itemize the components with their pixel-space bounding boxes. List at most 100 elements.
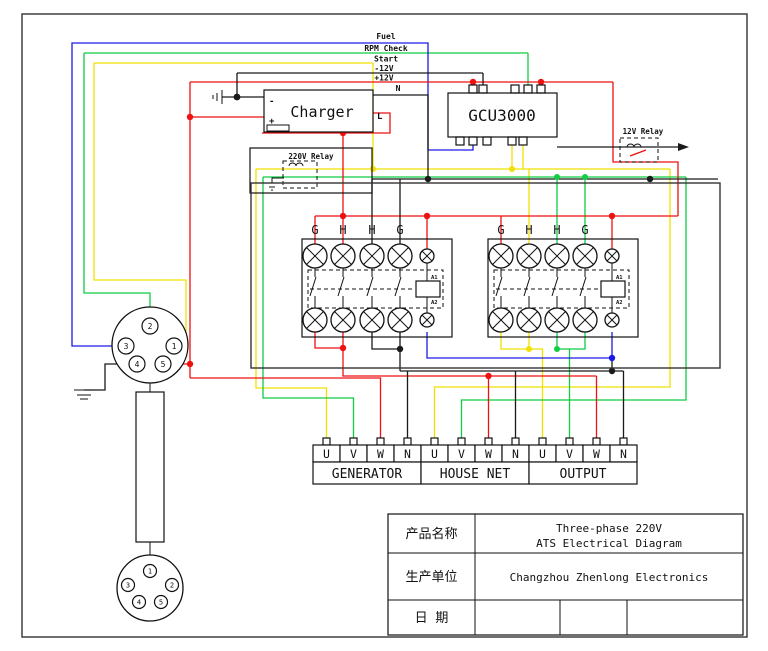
green-wires [83, 52, 687, 438]
product-name-line2: ATS Electrical Diagram [536, 537, 682, 550]
contactor-switches [495, 268, 587, 308]
phase-label: G [311, 223, 318, 237]
neg12v-label: -12V [374, 64, 393, 73]
terminal-label: V [458, 447, 465, 461]
gcu-label: GCU3000 [468, 106, 535, 125]
terminal-cells: U V W N U V W N U V W N [312, 444, 638, 463]
group-label-output: OUTPUT [560, 467, 607, 482]
terminal-label: W [377, 447, 384, 461]
relay-220v-ground-icon [266, 177, 284, 191]
pin-number: 3 [124, 342, 129, 351]
relay-220v-box [249, 147, 373, 194]
generator-plug-top: 2 3 1 4 5 [111, 306, 189, 384]
pin-number: 4 [135, 360, 140, 369]
phase-label: G [497, 223, 504, 237]
terminal-label: N [620, 447, 627, 461]
gcu-bottom-pins [455, 136, 528, 146]
pin-number: 4 [137, 599, 141, 607]
contactor-terminals-bottom [488, 307, 620, 333]
pin-number: 2 [170, 582, 174, 590]
relay-220v-label: 220V Relay [288, 152, 334, 161]
pin-number: 1 [148, 568, 152, 576]
top-signal-labels: Fuel RPM Check Start -12V +12V N L [364, 32, 408, 122]
coil-a2-label: A2 [431, 300, 438, 306]
terminal-label: U [431, 447, 438, 461]
title-block-border [387, 513, 744, 636]
line-label: L [377, 112, 383, 122]
contactor-switch-box [493, 269, 630, 309]
contactor-body [301, 238, 453, 338]
charger-unit: Charger - + [212, 89, 374, 133]
contactor-terminals-bottom [302, 307, 435, 333]
coil-a2-label: A2 [616, 300, 623, 306]
pos12v-label: +12V [374, 74, 393, 83]
relay-12v-coil-icon [626, 143, 642, 148]
title-block: 产品名称 Three-phase 220V ATS Electrical Dia… [387, 513, 744, 636]
terminal-label: W [593, 447, 600, 461]
group-label-house-net: HOUSE NET [440, 467, 511, 482]
cable-body [135, 391, 165, 543]
contactor-enclosure-box [250, 182, 721, 369]
rpm-check-label: RPM Check [364, 44, 408, 53]
terminal-label: V [566, 447, 573, 461]
pin-number: 3 [126, 582, 130, 590]
terminal-screws [322, 437, 628, 446]
gcu-box [447, 92, 558, 138]
contactor-switches [309, 268, 402, 308]
junction-dots [186, 78, 654, 380]
manufacturer-value: Changzhou Zhenlong Electronics [510, 571, 709, 584]
charger-label: Charger [290, 103, 353, 121]
product-name-label: 产品名称 [405, 526, 457, 542]
coil-a1-label: A1 [616, 275, 623, 281]
terminal-label: N [404, 447, 411, 461]
phase-label: H [525, 223, 532, 237]
contactor-coil [600, 280, 626, 298]
blue-wires [71, 42, 613, 359]
contactor-body [487, 238, 639, 338]
contactor-right: G H H G A1 A2 [487, 223, 639, 338]
relay-line-arrow [678, 143, 689, 151]
contactor-terminals-top [488, 243, 620, 269]
terminal-label: N [512, 447, 519, 461]
gcu3000-controller: GCU3000 [447, 84, 558, 146]
charger-ground-icon [212, 90, 223, 104]
coil-a1-label: A1 [431, 275, 438, 281]
phase-label: G [581, 223, 588, 237]
manufacturer-label: 生产单位 [405, 570, 457, 585]
contactor-terminals-top [302, 243, 435, 269]
charger-plus: + [269, 117, 275, 127]
terminal-groups: GENERATOR HOUSE NET OUTPUT [312, 461, 638, 485]
drawing-border [21, 13, 748, 638]
pin-number: 5 [159, 599, 163, 607]
pin-number: 5 [161, 360, 166, 369]
terminal-label: U [323, 447, 330, 461]
phase-label: H [339, 223, 346, 237]
phase-label: H [368, 223, 375, 237]
fuel-label: Fuel [376, 32, 395, 41]
group-label-generator: GENERATOR [332, 467, 403, 482]
relay-12v-label: 12V Relay [623, 127, 664, 136]
pin-number: 1 [172, 342, 177, 351]
start-label: Start [374, 55, 398, 64]
pin-number: 2 [148, 322, 153, 331]
date-label: 日 期 [415, 611, 449, 626]
contactor-coil [415, 280, 441, 298]
earth-ground-icon [74, 389, 94, 400]
relay-12v: 12V Relay [619, 127, 664, 163]
terminal-label: W [485, 447, 492, 461]
title-block-grid [388, 514, 743, 635]
product-name-line1: Three-phase 220V [556, 522, 662, 535]
contactor-left: G H H G A1 A2 [301, 223, 453, 338]
relay-220v-coil-box [282, 160, 318, 189]
charger-minus: - [269, 97, 274, 107]
charger-battery-bar [266, 124, 290, 132]
relay-12v-coil-box [619, 137, 659, 163]
phase-label: H [553, 223, 560, 237]
relay-220v: 220V Relay [249, 147, 373, 194]
gcu-top-pins [468, 84, 546, 94]
generator-plug-bottom: 1 3 2 4 5 [116, 554, 184, 622]
terminal-label: U [539, 447, 546, 461]
terminal-label: V [350, 447, 357, 461]
